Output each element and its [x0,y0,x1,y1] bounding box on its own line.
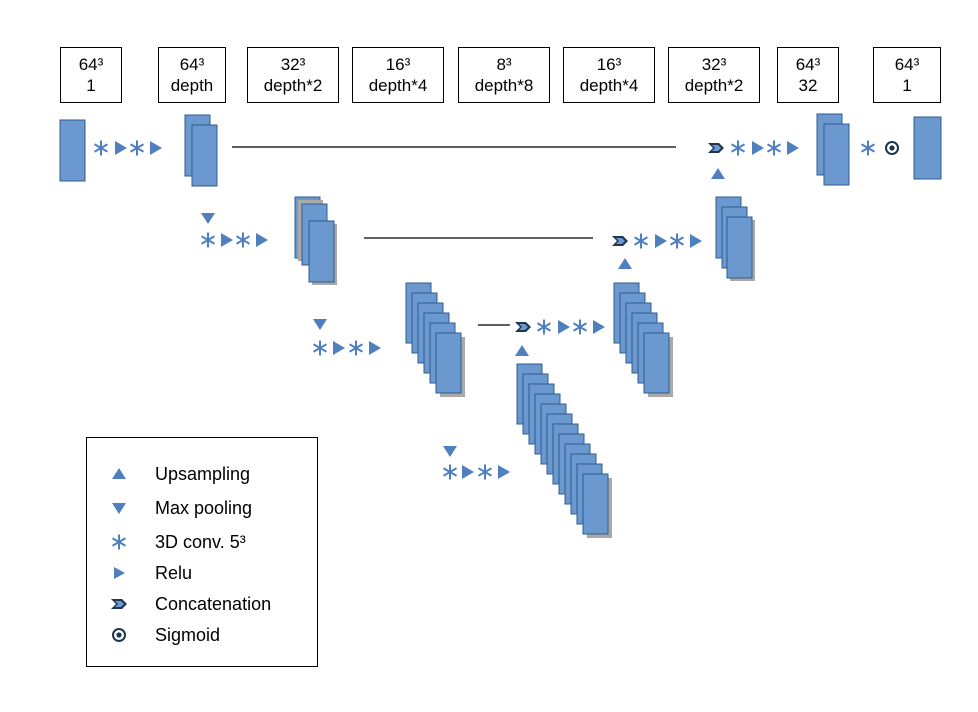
feature-map-bottleneck [516,363,612,538]
legend: Upsampling Max pooling 3D conv. 5³ Relu … [86,437,318,667]
ops-dec2-up [612,232,702,269]
header-channels: 1 [902,76,912,95]
header-size: 32³ [701,55,727,74]
header-box-input: 64³ 1 [60,47,122,103]
header-channels: depth*2 [263,76,323,95]
header-channels: depth*4 [579,76,639,95]
ops-enc1-down [200,213,268,249]
legend-item-upsampling: Upsampling [87,462,317,486]
header-box-output: 64³ 1 [873,47,941,103]
legend-label: Concatenation [155,594,272,614]
header-box-enc2: 32³ depth*2 [247,47,339,103]
header-channels: 1 [86,76,96,95]
header-size: 64³ [795,55,821,74]
header-channels: depth*8 [474,76,534,95]
header-box-dec2: 32³ depth*2 [668,47,760,103]
legend-label: 3D conv. 5³ [155,532,246,552]
legend-item-max-pooling: Max pooling [87,496,317,520]
header-channels: depth*4 [368,76,428,95]
header-size: 64³ [78,55,104,74]
ops-dec1-up [708,139,799,179]
relu-icon [114,567,125,579]
ops-input-conv [93,139,162,157]
legend-label: Relu [155,563,193,583]
header-channels: depth [170,76,214,95]
legend-item-sigmoid: Sigmoid [87,623,317,647]
header-box-enc3: 16³ depth*4 [352,47,444,103]
legend-label: Sigmoid [155,625,221,645]
feature-map-enc1 [184,114,218,187]
header-size: 32³ [280,55,306,74]
header-box-dec1: 64³ 32 [777,47,839,103]
header-box-dec3: 16³ depth*4 [563,47,655,103]
feature-map-dec2 [715,196,755,281]
header-box-bottleneck: 8³ depth*8 [458,47,550,103]
header-channels: 32 [798,76,818,95]
feature-map-dec1 [816,113,850,186]
ops-output [860,139,899,157]
upsampling-icon [112,468,126,479]
concatenation-icon [111,599,127,609]
ops-enc3-down [442,446,510,481]
feature-map-dec3 [613,282,673,397]
legend-label: Max pooling [155,498,253,518]
header-size: 64³ [894,55,920,74]
ops-enc2-down [312,319,381,357]
feature-map-channel-block [435,332,462,394]
header-size: 64³ [179,55,205,74]
header-size: 8³ [496,55,512,74]
feature-map-output [913,116,942,180]
header-box-enc1: 64³ depth [158,47,226,103]
feature-map-channel-block [643,332,670,394]
feature-map-input [59,119,86,182]
legend-item-concatenation: Concatenation [87,592,317,616]
legend-item-relu: Relu [87,561,317,585]
header-channels: depth*2 [684,76,744,95]
legend-label: Upsampling [155,464,251,484]
sigmoid-icon [112,628,126,642]
header-size: 16³ [596,55,622,74]
feature-map-enc2 [294,196,337,285]
feature-map-channel-block [582,473,609,535]
header-size: 16³ [385,55,411,74]
legend-item-conv: 3D conv. 5³ [87,530,317,554]
max-pooling-icon [112,503,126,514]
conv-icon [112,534,126,550]
feature-map-enc3 [405,282,465,397]
ops-dec3-up [515,318,605,356]
